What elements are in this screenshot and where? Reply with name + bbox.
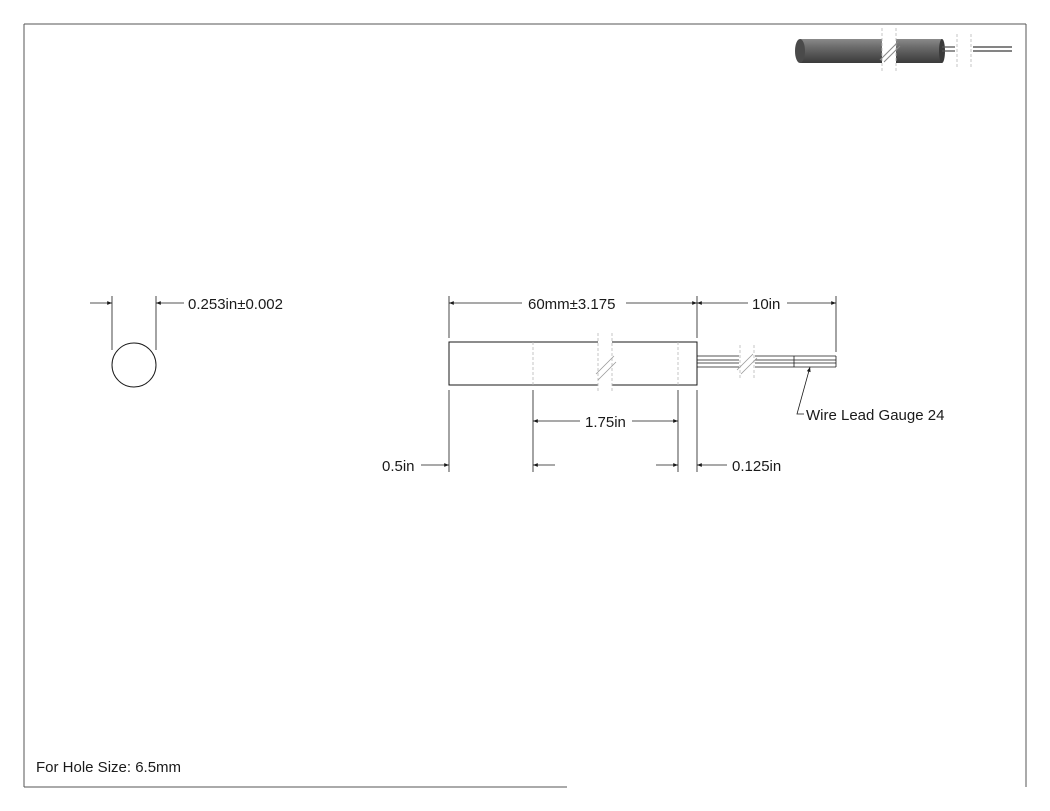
left-margin-dimension: 0.5in [382,458,415,475]
isometric-view [795,28,1012,72]
lead-length-dimension: 10in [752,296,780,313]
right-margin-dimension: 0.125in [732,458,781,475]
unheated-zone-dimension: 1.75in [585,414,626,431]
diameter-dimension: 0.253in±0.002 [188,296,283,313]
end-view-circle [111,342,157,388]
wire-gauge-callout: Wire Lead Gauge 24 [806,407,944,424]
hole-size-note: For Hole Size: 6.5mm [36,759,181,776]
end-view: 0.253in±0.002 [90,296,283,388]
wire-leads [697,345,837,378]
drawing-frame [23,23,1027,788]
length-dimension: 60mm±3.175 [528,296,615,313]
side-view: 60mm±3.175 10in 1.75in 0.5in 0.125in Wir… [382,296,944,475]
heater-body [448,341,698,386]
